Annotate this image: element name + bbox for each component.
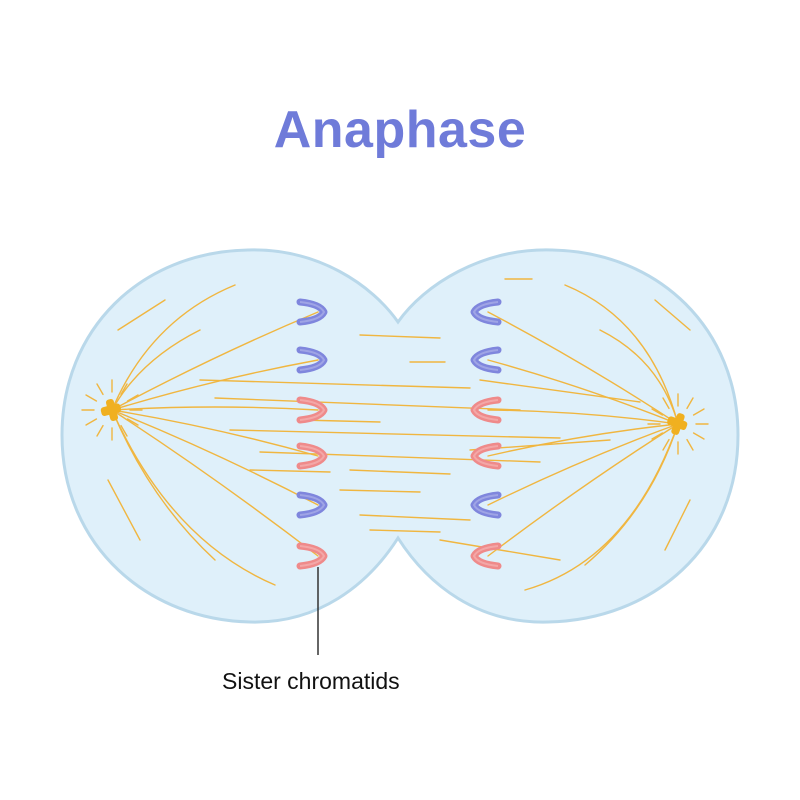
spindle-fibers bbox=[81, 278, 709, 591]
chromatid-icon bbox=[296, 396, 328, 424]
polar-fiber bbox=[339, 489, 421, 493]
aster-ray bbox=[692, 408, 705, 416]
kinetochore-fiber bbox=[111, 409, 319, 557]
kinetochore-fiber bbox=[111, 409, 319, 457]
polar-fiber bbox=[479, 379, 641, 403]
chromatid-icon bbox=[470, 298, 502, 326]
astral-fiber bbox=[664, 499, 691, 551]
kinetochore-fiber bbox=[487, 423, 679, 557]
polar-fiber bbox=[249, 469, 331, 473]
polar-fiber bbox=[214, 397, 521, 411]
dividing-cell-membrane bbox=[60, 248, 740, 624]
polar-fiber bbox=[259, 451, 541, 463]
aster-ray bbox=[651, 432, 664, 440]
astral-fiber bbox=[564, 284, 679, 425]
astral-fiber bbox=[107, 479, 141, 541]
kinetochore-fiber bbox=[487, 423, 679, 457]
polar-fiber bbox=[229, 429, 561, 439]
chromatid-icon bbox=[470, 442, 502, 470]
astral-fiber bbox=[117, 299, 166, 331]
aster-ray bbox=[126, 418, 139, 426]
astral-fiber bbox=[111, 329, 201, 411]
polar-fiber bbox=[199, 379, 471, 389]
aster-ray bbox=[686, 397, 694, 410]
aster-ray bbox=[126, 394, 139, 402]
kinetochore-fiber bbox=[111, 406, 319, 411]
astral-fiber bbox=[599, 329, 679, 425]
centrosome-icon bbox=[667, 413, 688, 435]
polar-fiber bbox=[439, 539, 561, 561]
chromatid-icon bbox=[296, 542, 328, 570]
aster-ray bbox=[85, 418, 98, 426]
chromatid-icon bbox=[470, 491, 502, 519]
kinetochore-fiber bbox=[487, 311, 679, 425]
aster-ray bbox=[96, 424, 104, 437]
aster-ray bbox=[85, 394, 98, 402]
astral-fiber bbox=[654, 299, 691, 331]
sister-chromatids bbox=[296, 298, 502, 570]
polar-fiber bbox=[369, 529, 441, 533]
astral-fiber bbox=[524, 423, 679, 591]
kinetochore-fiber bbox=[487, 409, 679, 425]
astral-fiber bbox=[111, 409, 276, 586]
aster-ray bbox=[96, 383, 104, 396]
centrosomes bbox=[100, 399, 688, 435]
kinetochore-fiber bbox=[487, 423, 679, 506]
chromatid-icon bbox=[470, 346, 502, 374]
polar-fiber bbox=[349, 469, 451, 475]
aster-ray bbox=[692, 432, 705, 440]
aster-ray bbox=[686, 438, 694, 451]
page-title: Anaphase bbox=[273, 101, 527, 159]
sister-chromatids-label: Sister chromatids bbox=[222, 668, 400, 694]
aster-ray bbox=[662, 397, 670, 410]
chromatid-icon bbox=[296, 298, 328, 326]
chromatid-icon bbox=[296, 491, 328, 519]
polar-fiber bbox=[359, 334, 441, 339]
kinetochore-fiber bbox=[487, 359, 679, 425]
chromatid-icon bbox=[470, 542, 502, 570]
chromatid-icon bbox=[470, 396, 502, 424]
centrosome-icon bbox=[100, 399, 122, 421]
chromatid-icon bbox=[296, 442, 328, 470]
aster-ray bbox=[662, 438, 670, 451]
polar-fiber bbox=[359, 514, 471, 521]
kinetochore-fiber bbox=[111, 359, 319, 411]
astral-fiber bbox=[111, 284, 236, 411]
chromatid-icon bbox=[296, 346, 328, 374]
cell-body bbox=[60, 248, 740, 624]
aster-ray bbox=[120, 383, 128, 396]
aster-ray bbox=[651, 408, 664, 416]
kinetochore-fiber bbox=[111, 409, 319, 506]
aster-ray bbox=[120, 424, 128, 437]
kinetochore-fiber bbox=[111, 311, 319, 411]
